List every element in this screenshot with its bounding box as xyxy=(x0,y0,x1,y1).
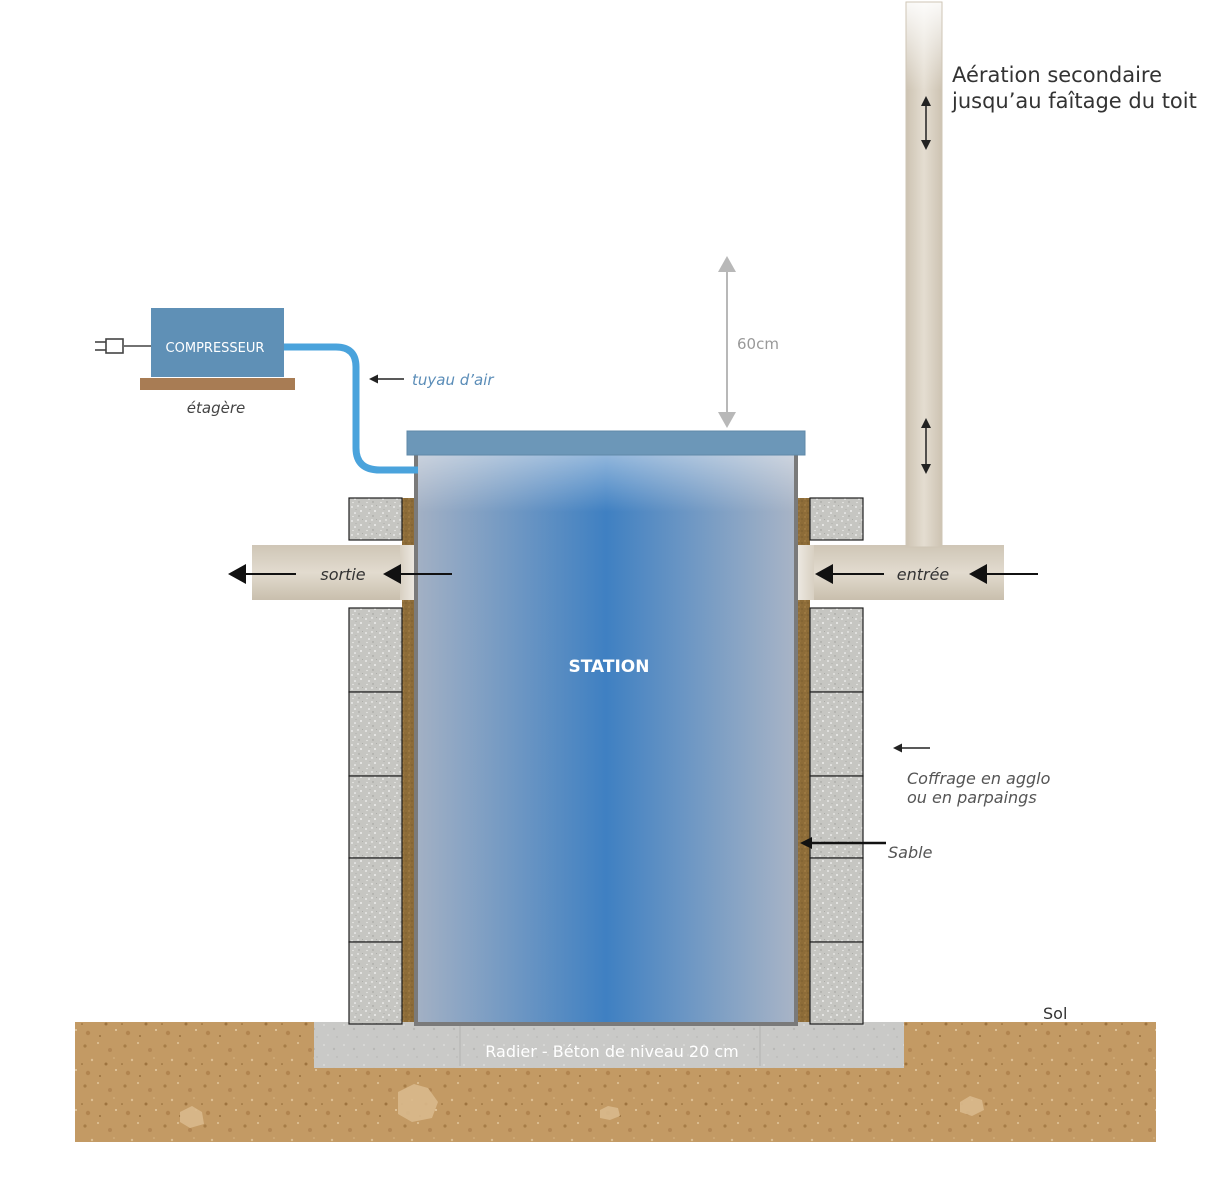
base-slab-label: Radier - Béton de niveau 20 cm xyxy=(485,1042,739,1061)
sand-fill-right xyxy=(796,498,810,1022)
ventilation-label-line2: jusqu’au faîtage du toit xyxy=(951,89,1197,113)
ventilation-pipe xyxy=(906,2,942,547)
shelf xyxy=(140,378,295,390)
ventilation-length-arrow-bottom xyxy=(921,418,931,474)
air-pipe-pointer-arrow xyxy=(369,374,404,384)
ventilation-length-arrow-top xyxy=(921,96,931,150)
sand-label: Sable xyxy=(888,843,933,862)
formwork-label-line1: Coffrage en agglo xyxy=(907,769,1051,788)
soil-stones xyxy=(180,1084,984,1128)
formwork-pointer-arrow xyxy=(893,743,930,753)
inlet-flow-arrow-outer xyxy=(969,564,1038,584)
inlet-label: entrée xyxy=(897,565,950,584)
air-pipe-label: tuyau d’air xyxy=(412,371,494,389)
shelf-label: étagère xyxy=(187,399,245,417)
ground-label: Sol xyxy=(1043,1004,1067,1023)
block-wall-left xyxy=(348,497,403,1025)
block-wall-right xyxy=(809,497,864,1025)
clearance-label: 60cm xyxy=(737,335,779,353)
outlet-flow-arrow-outer xyxy=(228,564,296,584)
clearance-dimension-arrow xyxy=(718,256,736,428)
station-tank xyxy=(418,452,794,1022)
compressor-label: COMPRESSEUR xyxy=(166,341,265,356)
formwork-label-line2: ou en parpaings xyxy=(907,788,1037,807)
base-slab xyxy=(314,1022,904,1068)
compressor xyxy=(151,308,284,377)
outlet-flow-arrow-inner xyxy=(383,564,452,584)
station-label: STATION xyxy=(569,657,650,677)
plug-icon xyxy=(95,338,151,354)
inlet-flow-arrow-inner xyxy=(815,564,884,584)
outlet-pipe xyxy=(252,545,402,600)
outlet-label: sortie xyxy=(320,565,365,584)
station-lid xyxy=(406,430,806,456)
sand-pointer-arrow xyxy=(800,837,886,849)
ventilation-label-line1: Aération secondaire xyxy=(952,63,1162,87)
air-pipe xyxy=(284,343,418,474)
